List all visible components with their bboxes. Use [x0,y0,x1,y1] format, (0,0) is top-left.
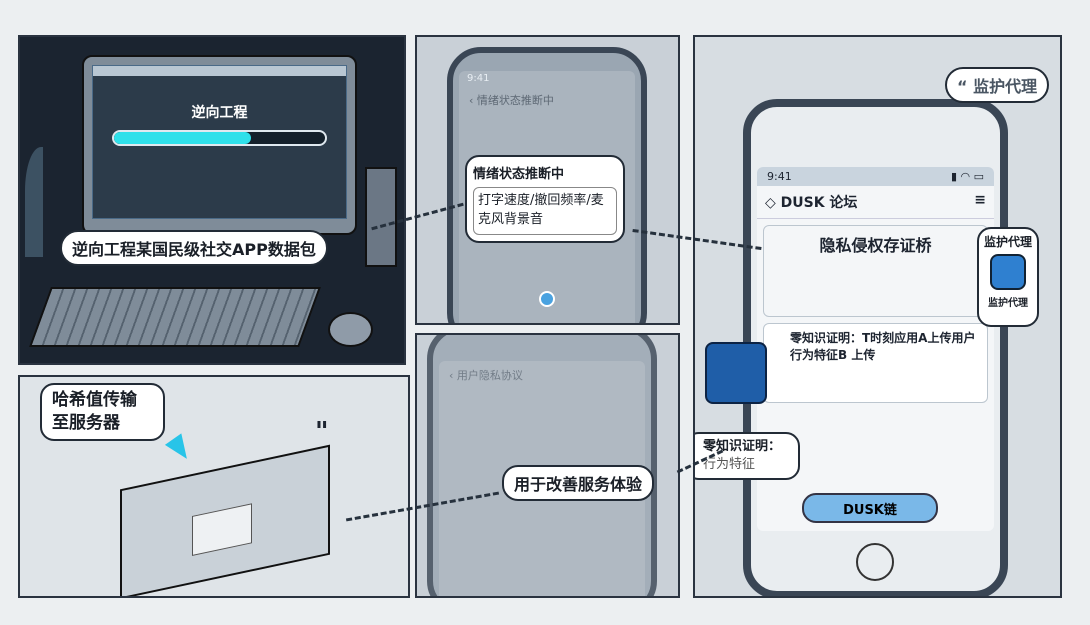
phone-header-title: 情绪状态推断中 [476,94,554,107]
zk-card: 零知识证明：T时刻应用A上传用户行为特征B 上传 [763,323,988,403]
package-box [120,444,330,596]
guardian-speech: “ 监护代理 [945,67,1050,103]
pc-tower [365,167,397,267]
screen-title: 逆向工程 [191,105,248,121]
shield-icon [990,254,1026,290]
popup-title: 情绪状态推断中 [473,167,565,182]
zk-bubble-body: 行为特征 [703,457,756,473]
package-label [192,503,252,557]
monitor-screen: 逆向工程 [92,65,347,219]
badge-label: 监护代理 [988,298,1028,309]
menu-icon[interactable]: ≡ [974,192,986,208]
caption-bubble: 逆向工程某国民级社交APP数据包 [60,230,328,266]
mouse [328,312,373,347]
hash-caption: 哈希值传输至服务器 [40,383,165,441]
dusk-chain-button[interactable]: DUSK链 [802,493,938,523]
phone-header-title: 用户隐私协议 [456,369,523,382]
home-button[interactable] [856,543,894,581]
badge-title: 监护代理 [983,235,1032,249]
phone: 9:41 ▮ ◠ ▭ ◇ DUSK 论坛 ≡ 隐私侵权存证桥 零知识证明：T时刻应… [743,99,1008,596]
plant [25,147,65,257]
app-title: DUSK 论坛 [780,195,858,211]
evidence-card: 隐私侵权存证桥 [763,225,988,317]
zk-bubble-title: 零知识证明： [703,439,782,454]
arrow-icon [164,433,196,465]
signal-icon: ▮ ◠ ▭ [950,170,984,183]
panel-agreement: ‹ 用户隐私协议 用于改善服务体验 [415,333,680,598]
service-bubble: 用于改善服务体验 [502,465,655,501]
guardian-badge: 监护代理 监护代理 [977,227,1039,327]
progress-bar [112,130,327,146]
monitor-app-icon [705,342,767,404]
monitor: 逆向工程 [82,55,357,235]
panel-reverse-engineering: 逆向工程 逆向工程某国民级社交APP数据包 [18,35,406,365]
status-time: 9:41 [767,170,792,183]
panel-emotion: 9:41 ‹ 情绪状态推断中 情绪状态推断中 打字速度/撤回频率/麦克风背景音 [415,35,680,325]
phone-header: ‹ 用户隐私协议 [449,369,523,382]
progress-fill [114,132,252,144]
popup-body: 打字速度/撤回频率/麦克风背景音 [473,187,617,235]
panel-dusk: 9:41 ▮ ◠ ▭ ◇ DUSK 论坛 ≡ 隐私侵权存证桥 零知识证明：T时刻应… [693,35,1062,598]
phone-header: ‹ 情绪状态推断中 [469,94,554,107]
zk-card-text: 零知识证明：T时刻应用A上传用户行为特征B 上传 [790,331,976,362]
card-title: 隐私侵权存证桥 [819,236,932,255]
emotion-popup: 情绪状态推断中 打字速度/撤回频率/麦克风背景音 [465,155,625,243]
status-bar: 9:41 ▮ ◠ ▭ [757,167,994,186]
panel-package: 哈希值传输至服务器 " [18,375,410,598]
app-bar: ◇ DUSK 论坛 ≡ [757,186,994,219]
zk-bubble: 零知识证明： 行为特征 [695,432,800,481]
toggle-icon [539,291,555,307]
status-time: 9:41 [467,73,490,84]
keyboard [29,287,321,347]
diamond-icon: ◇ [765,195,781,211]
quote-mark: " [315,417,329,447]
